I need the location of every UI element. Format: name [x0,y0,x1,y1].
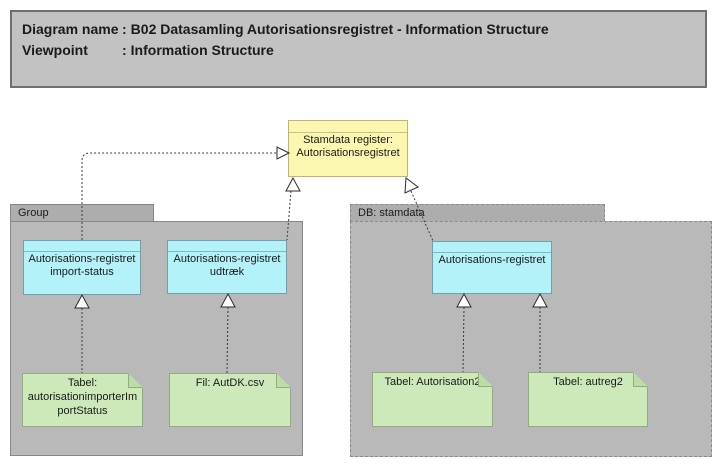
viewpoint-row: Viewpoint:Information Structure [22,40,705,61]
db-stamdata-container-tab[interactable]: DB: stamdata [350,204,605,222]
object-autorisationsregistret[interactable]: Autorisations-registret [432,241,552,294]
diagram-name-row: Diagram name:B02 Datasamling Autorisatio… [22,19,705,40]
group-container-label: Group [18,207,49,219]
object-autorisationsregistret-label: Autorisations-registret [438,254,546,266]
object-header-band [168,241,286,252]
viewpoint-separator: : [122,42,127,58]
realization-arrowhead-icon [404,177,419,194]
group-container-tab[interactable]: Group [10,204,154,222]
db-stamdata-container-label: DB: stamdata [358,207,425,219]
realization-arrowhead-icon [285,176,301,192]
viewpoint-value: Information Structure [130,42,274,58]
object-header-band [433,242,551,253]
object-header-band [289,121,407,133]
note-importstatus-label: Tabel: autorisationimporterImportStatus [27,377,138,417]
note-tabel-autreg2[interactable]: Tabel: autreg2 [528,372,648,427]
diagram-name-separator: : [122,21,127,37]
note-autorisation2-label: Tabel: Autorisation2 [384,376,481,388]
object-importstatus-label: Autorisations-registret import-status [28,253,136,278]
note-autreg2-label: Tabel: autreg2 [553,376,623,388]
object-header-band [24,241,140,252]
object-udtraek-label: Autorisations-registret udtræk [173,253,281,278]
diagram-name-label: Diagram name [22,21,119,37]
diagram-name-value: B02 Datasamling Autorisationsregistret -… [130,21,549,37]
note-autdk-label: Fil: AutDK.csv [195,377,265,389]
object-autorisationsregistret-importstatus[interactable]: Autorisations-registret import-status [23,240,141,295]
note-tabel-autorisationimporterimportstatus[interactable]: Tabel: autorisationimporterImportStatus [22,373,143,427]
note-fil-autdk-csv[interactable]: Fil: AutDK.csv [169,373,291,427]
object-autorisationsregistret-udtraek[interactable]: Autorisations-registret udtræk [167,240,287,294]
object-stamdata-register[interactable]: Stamdata register: Autorisationsregistre… [288,120,408,177]
diagram-title-box[interactable]: Diagram name:B02 Datasamling Autorisatio… [10,10,707,88]
object-stamdata-register-label: Stamdata register: Autorisationsregistre… [296,134,400,159]
note-tabel-autorisation2[interactable]: Tabel: Autorisation2 [372,372,493,427]
viewpoint-label: Viewpoint [22,42,88,58]
